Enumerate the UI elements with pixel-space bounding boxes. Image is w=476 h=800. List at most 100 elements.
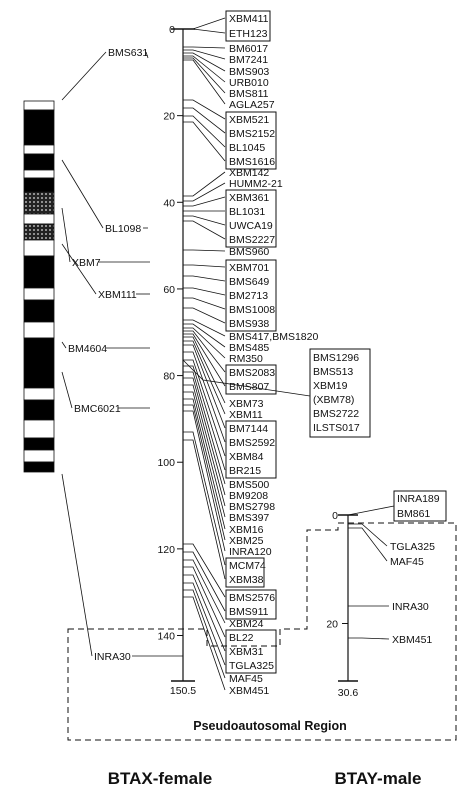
x-marker-label: BMS2798 xyxy=(229,501,275,513)
x-marker-leader xyxy=(183,344,226,429)
x-side-group-label: BMS513 xyxy=(313,366,353,378)
x-marker-leader xyxy=(183,596,226,691)
ideogram-leader xyxy=(61,207,71,263)
ideogram-label: BL1098 xyxy=(105,223,141,235)
x-marker-label: BMS911 xyxy=(229,606,269,618)
x-marker-leader xyxy=(183,431,226,566)
ideogram-label: BMC6021 xyxy=(74,403,121,415)
x-marker-label: BMS903 xyxy=(229,66,269,78)
x-marker-leader xyxy=(183,439,226,580)
x-marker-label: BMS938 xyxy=(229,318,269,330)
x-marker-leader xyxy=(183,297,226,310)
x-marker-label: BMS960 xyxy=(229,246,269,258)
x-marker-label: BM7144 xyxy=(229,423,268,435)
x-marker-leader xyxy=(183,377,226,496)
chromosome-band xyxy=(23,144,55,155)
x-marker-leader xyxy=(183,249,226,252)
x-marker-label: INRA120 xyxy=(229,546,272,558)
x-marker-leader xyxy=(183,384,226,507)
x-marker-leader xyxy=(183,551,226,612)
chromosome-band xyxy=(23,191,55,215)
x-marker-group-box xyxy=(225,189,277,248)
x-marker-label: BL1045 xyxy=(229,142,265,154)
chromosome-band xyxy=(23,109,55,146)
x-marker-label: TGLA325 xyxy=(229,660,274,672)
x-marker-leader xyxy=(183,351,226,443)
btay-linkage-map: 30.6 020INRA189BM861TGLA325MAF45INRA30XB… xyxy=(326,490,447,699)
x-marker-leader xyxy=(183,410,226,552)
x-marker-leader xyxy=(183,215,226,226)
chromosome-band xyxy=(23,449,55,463)
chromosome-band xyxy=(23,255,55,289)
x-marker-leader xyxy=(183,589,226,679)
x-side-group-label: BMS2722 xyxy=(313,408,359,420)
x-marker-leader xyxy=(183,182,226,202)
x-marker-leader xyxy=(183,55,226,83)
x-marker-label: XBM142 xyxy=(229,167,269,179)
x-side-group-leader xyxy=(182,359,311,397)
ideogram-label: XBM7 xyxy=(72,257,101,269)
x-marker-label: XBM11 xyxy=(229,409,263,421)
x-marker-leader xyxy=(183,323,226,348)
chromosome-band xyxy=(23,223,55,241)
y-marker-leader xyxy=(348,523,388,547)
x-marker-label: BM7241 xyxy=(229,54,268,66)
x-marker-label: BL22 xyxy=(229,632,254,644)
pseudoautosomal-region: Pseudoautosomal Region xyxy=(67,522,457,741)
x-marker-leader xyxy=(183,107,226,134)
chromosome-band xyxy=(23,299,55,323)
x-marker-leader xyxy=(183,49,226,60)
ideogram-leader xyxy=(61,243,97,295)
x-marker-label: XBM521 xyxy=(229,114,269,126)
x-marker-label: BMS417,BMS1820 xyxy=(229,331,318,343)
x-marker-label: BR215 xyxy=(229,465,261,477)
x-marker-group-box xyxy=(225,589,277,620)
ideogram-label: BMS631 xyxy=(108,47,148,59)
x-marker-leader xyxy=(183,57,226,94)
x-marker-label: BMS2592 xyxy=(229,437,275,449)
x-marker-label: BM6017 xyxy=(229,43,268,55)
x-marker-label: BMS811 xyxy=(229,88,269,100)
chromosome-band xyxy=(23,239,55,257)
x-marker-leader xyxy=(183,171,226,197)
x-marker-leader xyxy=(183,574,226,652)
x-marker-leader xyxy=(183,220,226,240)
x-marker-label: MCM74 xyxy=(229,560,266,572)
x-marker-label: BMS485 xyxy=(229,342,269,354)
x-marker-leader xyxy=(183,17,226,30)
x-map-tick-label: 80 xyxy=(163,371,175,383)
x-marker-label: BM2713 xyxy=(229,290,268,302)
x-marker-group-box xyxy=(225,557,265,588)
x-map-end-label: 150.5 xyxy=(170,685,196,697)
x-marker-label: XBM24 xyxy=(229,618,264,630)
x-marker-leader xyxy=(183,196,226,207)
x-marker-label: BL1031 xyxy=(229,206,265,218)
x-marker-label: BMS1616 xyxy=(229,156,275,168)
chromosome-band xyxy=(23,153,55,171)
x-map-tick-label: 40 xyxy=(163,197,175,209)
chromosome-band xyxy=(23,437,55,451)
ideogram-label: XBM111 xyxy=(98,289,137,301)
y-marker-leader xyxy=(348,637,390,640)
chromosome-band xyxy=(23,419,55,439)
y-marker-label: XBM451 xyxy=(392,634,432,646)
x-marker-leader xyxy=(183,287,226,296)
x-marker-label: XBM411 xyxy=(229,13,269,25)
x-marker-group-box xyxy=(225,420,277,479)
x-marker-leader xyxy=(183,99,226,120)
y-marker-label: MAF45 xyxy=(390,556,424,568)
x-marker-label: BMS2152 xyxy=(229,128,275,140)
chromosome-band xyxy=(23,169,55,179)
x-marker-leader xyxy=(183,582,226,666)
chromosome-band xyxy=(23,177,55,193)
x-marker-label: BMS500 xyxy=(229,479,269,491)
x-marker-label: XBM84 xyxy=(229,451,264,463)
x-marker-leader xyxy=(183,115,226,148)
x-marker-leader xyxy=(183,52,226,72)
x-chromosome-caption: BTAX-female xyxy=(108,769,213,788)
pseudoautosomal-label: Pseudoautosomal Region xyxy=(193,719,347,733)
chromosome-band xyxy=(23,461,55,473)
x-marker-label: BMS397 xyxy=(229,512,269,524)
x-marker-leader xyxy=(183,359,226,457)
ideogram-to-map-leader xyxy=(145,51,149,59)
